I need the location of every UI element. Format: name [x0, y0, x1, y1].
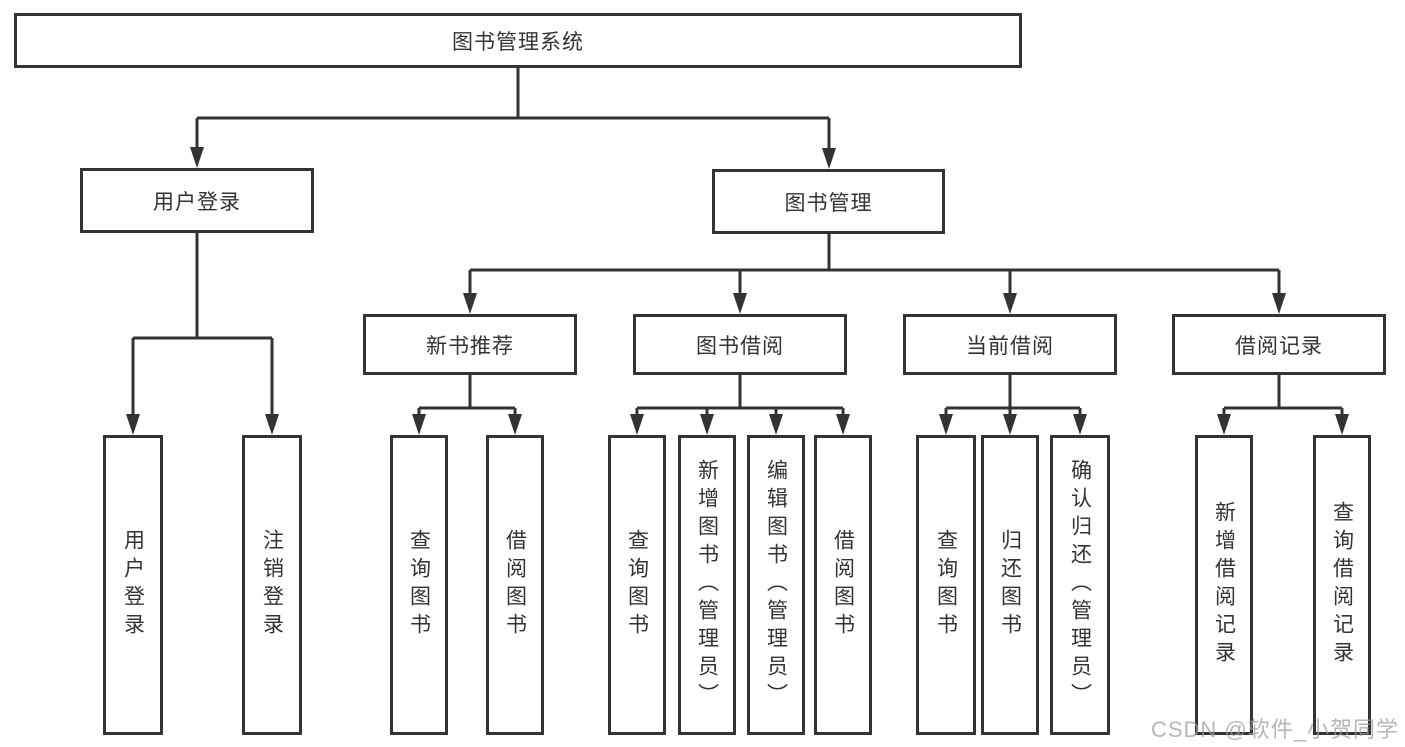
leaf-borrow-books-borrowing: 借阅图书 [814, 435, 872, 735]
node-label: 新书推荐 [426, 334, 514, 358]
node-label: 图书借阅 [696, 334, 784, 358]
node-label: 借阅记录 [1235, 334, 1323, 358]
leaf-label: 查询图书 [625, 529, 649, 641]
leaf-user-login: 用户登录 [103, 435, 163, 735]
leaf-query-borrow-record: 查询借阅记录 [1313, 435, 1371, 735]
leaf-label: 用户登录 [121, 529, 145, 641]
leaf-label: 查询图书 [407, 529, 431, 641]
node-label: 用户登录 [153, 190, 241, 214]
leaf-label: 查询借阅记录 [1330, 501, 1354, 669]
leaf-confirm-return-admin: 确认归还（管理员） [1050, 435, 1110, 735]
node-borrowing-records: 借阅记录 [1172, 314, 1386, 375]
leaf-label: 归还图书 [998, 529, 1022, 641]
leaf-label: 新增借阅记录 [1212, 501, 1236, 669]
node-book-borrowing: 图书借阅 [633, 314, 847, 375]
node-user-login: 用户登录 [80, 168, 314, 233]
leaf-add-borrow-record: 新增借阅记录 [1195, 435, 1253, 735]
leaf-edit-books-admin: 编辑图书（管理员） [747, 435, 805, 735]
leaf-label: 借阅图书 [831, 529, 855, 641]
node-new-book-recommendation: 新书推荐 [363, 314, 577, 375]
leaf-label: 查询图书 [934, 529, 958, 641]
leaf-label: 新增图书（管理员） [695, 459, 719, 711]
node-book-management: 图书管理 [712, 169, 945, 234]
leaf-label: 编辑图书（管理员） [764, 459, 788, 711]
leaf-label: 确认归还（管理员） [1068, 459, 1092, 711]
leaf-label: 注销登录 [260, 529, 284, 641]
leaf-borrow-books-recommend: 借阅图书 [486, 435, 544, 735]
leaf-query-books-recommend: 查询图书 [390, 435, 448, 735]
leaf-logout-login: 注销登录 [242, 435, 302, 735]
node-library-management-system: 图书管理系统 [14, 13, 1022, 68]
leaf-query-books-borrowing: 查询图书 [608, 435, 666, 735]
node-label: 图书管理系统 [452, 30, 584, 54]
leaf-query-books-current: 查询图书 [916, 435, 976, 735]
node-label: 当前借阅 [966, 334, 1054, 358]
leaf-label: 借阅图书 [503, 529, 527, 641]
leaf-add-books-admin: 新增图书（管理员） [678, 435, 736, 735]
leaf-return-books: 归还图书 [981, 435, 1039, 735]
node-label: 图书管理 [784, 191, 873, 215]
node-current-borrowing: 当前借阅 [903, 314, 1117, 375]
